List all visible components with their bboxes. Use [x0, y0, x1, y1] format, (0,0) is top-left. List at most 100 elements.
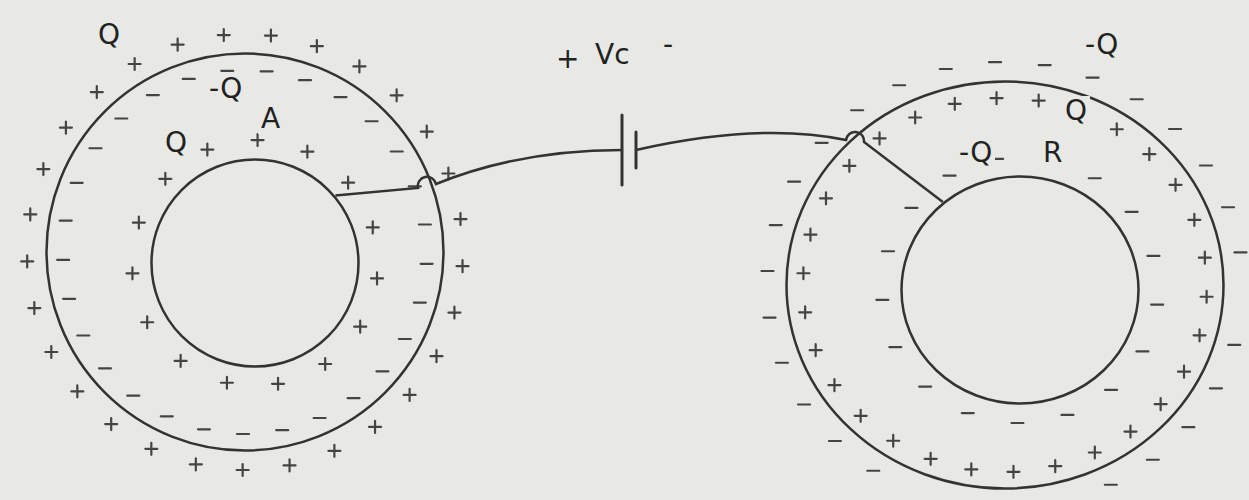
battery-symbol: [622, 115, 636, 185]
minus-charge: [1131, 98, 1143, 100]
charge-label: Q: [162, 128, 190, 158]
charge-label: -Q: [1082, 30, 1121, 60]
circle-outline: [45, 52, 445, 452]
minus-charge: [127, 395, 139, 397]
plus-charge: [141, 316, 153, 328]
minus-charge: [770, 224, 782, 226]
minus-charge: [421, 263, 433, 265]
polarity-sign: +: [553, 44, 582, 74]
minus-charge: [221, 70, 233, 72]
plus-charge: [874, 132, 886, 144]
plus-charge: [353, 60, 365, 72]
minus-charge: [419, 223, 431, 225]
minus-charge: [851, 109, 863, 111]
minus-charge: [905, 207, 917, 209]
minus-charge: [1222, 206, 1234, 208]
plus-charge: [91, 86, 103, 98]
minus-charge: [1234, 251, 1246, 253]
minus-charge: [261, 70, 273, 72]
minus-charge: [940, 68, 952, 70]
minus-charge: [816, 142, 828, 144]
minus-charge: [1087, 77, 1099, 79]
minus-charge: [376, 370, 388, 372]
minus-charge: [71, 182, 83, 184]
minus-charge: [348, 397, 360, 399]
plus-charge: [1194, 329, 1206, 341]
plus-charge: [949, 98, 961, 110]
plus-charge: [1201, 291, 1213, 303]
minus-charge: [1151, 304, 1163, 306]
minus-charge: [989, 61, 1001, 63]
plus-charge: [1111, 123, 1123, 135]
minus-charge: [237, 433, 249, 435]
plus-charge: [311, 40, 323, 52]
voltage-label: Vc: [592, 40, 633, 70]
plus-charge: [1170, 179, 1182, 191]
minus-charge: [314, 417, 326, 419]
circle-outline: [150, 158, 360, 368]
plus-charge: [218, 29, 230, 41]
minus-charge: [761, 270, 773, 272]
inner-sphere: QA: [150, 158, 360, 368]
plus-charge: [820, 192, 832, 204]
minus-charge: [798, 403, 810, 405]
plus-charge: [909, 112, 921, 124]
charge-label: Q: [95, 20, 123, 50]
charge-label: A: [258, 104, 283, 134]
minus-charge: [1169, 128, 1181, 130]
plus-charge: [1199, 252, 1211, 264]
plus-charge: [965, 463, 977, 475]
plus-charge: [37, 163, 49, 175]
polarity-sign: -: [660, 30, 676, 60]
plus-charge: [319, 358, 331, 370]
plus-charge: [272, 378, 284, 390]
plus-charge: [21, 255, 33, 267]
plus-charge: [1049, 460, 1061, 472]
minus-charge: [276, 429, 288, 431]
plus-charge: [454, 213, 466, 225]
minus-charge: [764, 316, 776, 318]
minus-charge: [1136, 350, 1148, 352]
plus-charge: [1007, 466, 1019, 478]
plus-charge: [237, 464, 249, 476]
charge-label: Q: [1062, 96, 1090, 126]
minus-charge: [882, 250, 894, 252]
minus-charge: [893, 84, 905, 86]
minus-charge: [776, 362, 788, 364]
minus-charge: [889, 346, 901, 348]
plus-charge: [284, 459, 296, 471]
minus-charge: [391, 150, 403, 152]
plus-charge: [172, 39, 184, 51]
plus-charge: [887, 435, 899, 447]
minus-charge: [1105, 484, 1117, 486]
minus-charge: [335, 96, 347, 98]
minus-charge: [147, 94, 159, 96]
plus-charge: [367, 221, 379, 233]
minus-charge: [1126, 211, 1138, 213]
plus-charge: [60, 122, 72, 134]
charge-label: -Q: [956, 138, 995, 168]
minus-charge: [366, 120, 378, 122]
minus-charge: [1105, 389, 1117, 391]
plus-charge: [221, 377, 233, 389]
minus-charge: [829, 440, 841, 442]
plus-charge: [105, 418, 117, 430]
plus-charge: [301, 146, 313, 158]
plus-charge: [175, 355, 187, 367]
plus-charge: [391, 89, 403, 101]
plus-charge: [925, 453, 937, 465]
plus-charge: [190, 458, 202, 470]
plus-charge: [1188, 214, 1200, 226]
wire: [335, 132, 942, 202]
minus-charge: [183, 78, 195, 80]
plus-charge: [1143, 148, 1155, 160]
minus-charge: [1147, 459, 1159, 461]
minus-charge: [414, 301, 426, 303]
minus-charge: [299, 79, 311, 81]
minus-charge: [1228, 344, 1240, 346]
minus-charge: [867, 470, 879, 472]
plus-charge: [252, 134, 264, 146]
inner-sphere: -QR: [900, 175, 1140, 405]
plus-charge: [1155, 398, 1167, 410]
